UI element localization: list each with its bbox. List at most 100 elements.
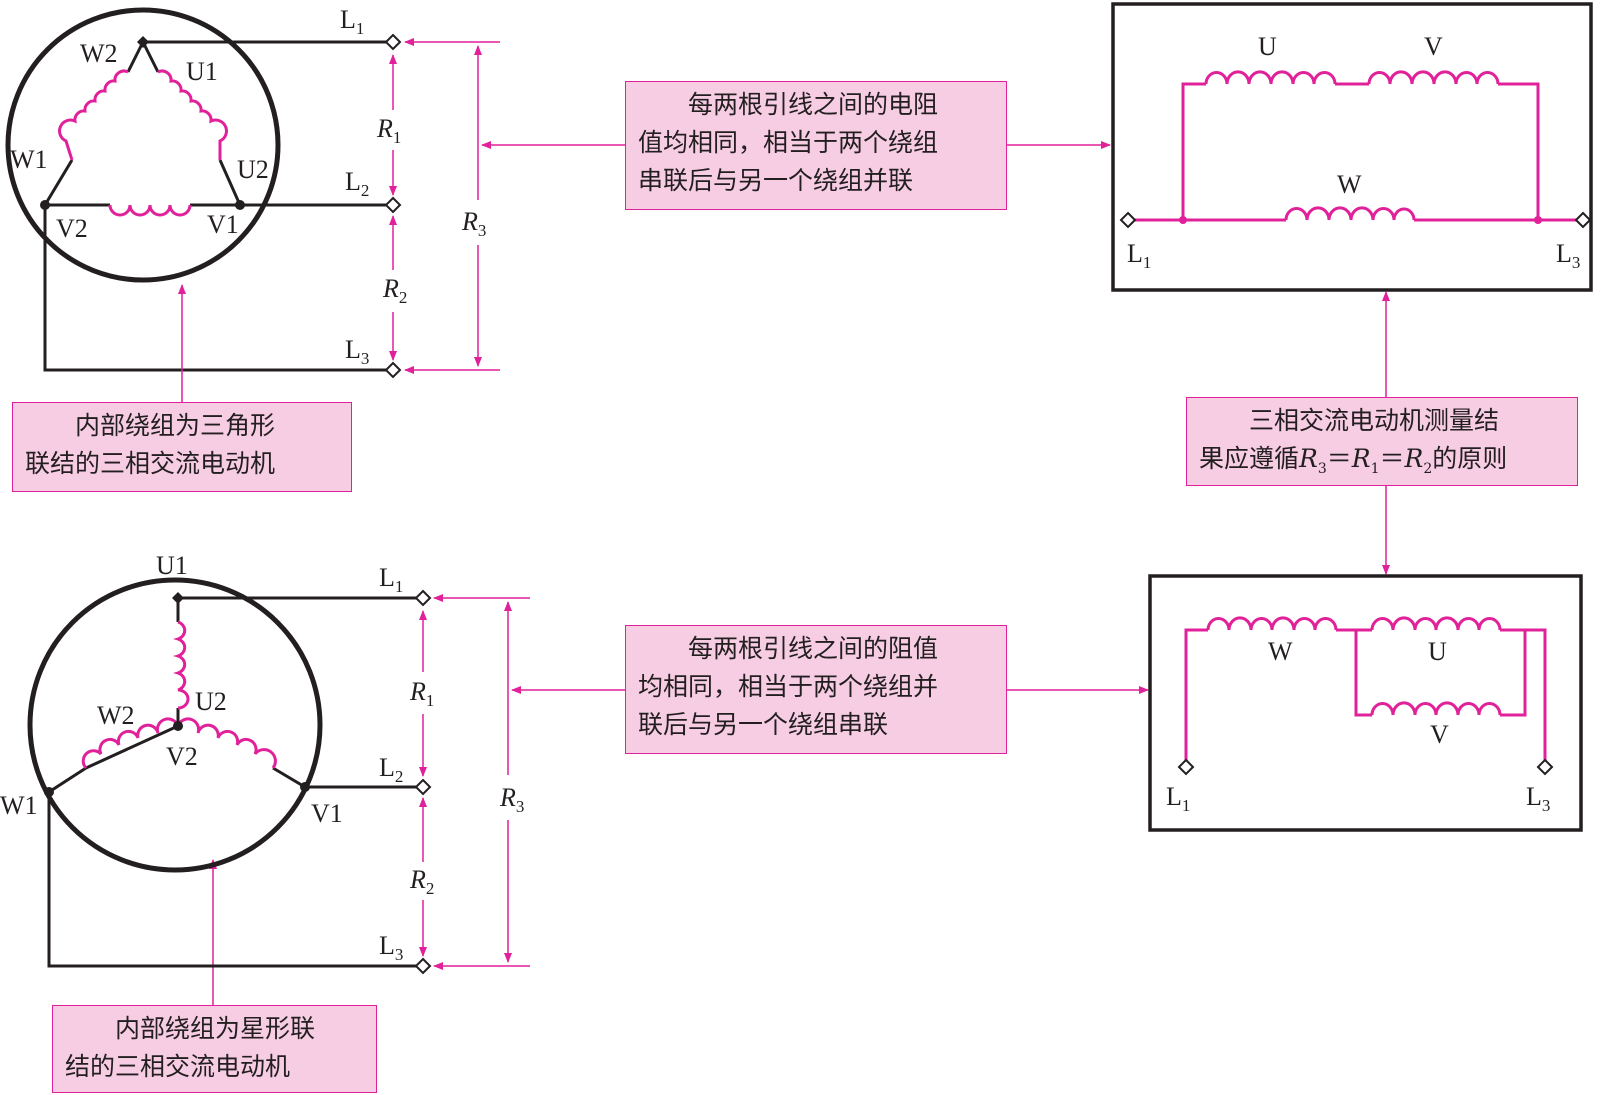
- delta-coil-u: [157, 69, 228, 160]
- note-star-motor-line1: 内部绕组为星形联: [115, 1014, 316, 1043]
- star-label-r2: R2: [409, 865, 434, 898]
- equivalent-bottom-terminal-l3[interactable]: [1536, 758, 1554, 776]
- delta-label-v1: V1: [207, 210, 239, 239]
- equivalent-bottom: W U V L1 L3: [1148, 574, 1583, 832]
- equivalent-bottom-coil-w: [1206, 616, 1338, 631]
- equivalent-top-terminal-l1[interactable]: [1119, 211, 1137, 229]
- star-coil-v: [176, 717, 277, 769]
- equivalent-bottom-wires: [1184, 628, 1547, 760]
- star-label-u1: U1: [156, 551, 188, 580]
- equivalent-top-label-u: U: [1258, 32, 1277, 61]
- equivalent-bottom-coil-u: [1370, 616, 1502, 631]
- delta-label-v2: V2: [56, 214, 88, 243]
- star-wires: [47, 596, 423, 968]
- equivalent-top-label-l3: L3: [1556, 239, 1580, 272]
- note-measurement-rule-line2: 果应遵循R3＝R1＝R2的原则: [1199, 440, 1565, 488]
- note-delta-motor: 内部绕组为三角形 联结的三相交流电动机: [12, 402, 352, 492]
- star-label-w1: W1: [0, 791, 38, 820]
- note-star-equivalence-line1: 每两根引线之间的阻值: [688, 634, 939, 663]
- star-label-l1: L1: [379, 563, 403, 596]
- star-terminal-l3[interactable]: [414, 957, 432, 975]
- rule-eq2: ＝: [1379, 444, 1405, 473]
- star-terminal-l2[interactable]: [414, 778, 432, 796]
- delta-terminal-l3[interactable]: [384, 361, 402, 379]
- equivalent-top-coil-u: [1204, 70, 1337, 85]
- equivalent-top-label-w: W: [1337, 170, 1362, 199]
- equivalent-bottom-label-l3: L3: [1526, 782, 1550, 815]
- delta-wires: [43, 40, 393, 372]
- rule-r1: R: [1351, 444, 1371, 473]
- rule-r3: R: [1299, 444, 1318, 473]
- star-label-v2: V2: [166, 742, 198, 771]
- equivalent-top-wires: [1128, 82, 1576, 222]
- equivalent-top-coil-w: [1284, 206, 1416, 221]
- delta-node-top: [137, 36, 149, 48]
- delta-label-l1: L1: [340, 5, 364, 38]
- delta-coil-v: [108, 204, 192, 217]
- delta-coil-w: [58, 69, 129, 161]
- star-label-u2: U2: [195, 687, 227, 716]
- equivalent-bottom-terminal-l1[interactable]: [1177, 758, 1195, 776]
- equivalent-top-node-left: [1179, 216, 1187, 224]
- delta-label-r3: R3: [461, 207, 486, 240]
- delta-label-l3: L3: [345, 335, 369, 368]
- equivalent-bottom-label-w: W: [1268, 637, 1293, 666]
- star-label-v1: V1: [311, 799, 343, 828]
- equivalent-top-label-l1: L1: [1127, 239, 1151, 272]
- delta-terminal-l1[interactable]: [384, 33, 402, 51]
- star-terminal-l1[interactable]: [414, 589, 432, 607]
- equivalent-top-frame: [1111, 2, 1593, 292]
- star-node-left: [44, 787, 54, 797]
- star-coil-w: [81, 717, 180, 770]
- note-delta-motor-line1: 内部绕组为三角形: [75, 411, 276, 440]
- equivalent-top-terminal-l3[interactable]: [1574, 211, 1592, 229]
- star-coil-u: [172, 620, 190, 710]
- connector-arrows: [178, 141, 1390, 1005]
- delta-label-u1: U1: [186, 57, 218, 86]
- equivalent-bottom-label-u: U: [1428, 637, 1447, 666]
- equivalent-bottom-label-v: V: [1430, 720, 1449, 749]
- equivalent-top-coil-v: [1367, 70, 1500, 85]
- delta-label-r2: R2: [382, 274, 407, 307]
- star-node-top: [172, 592, 184, 604]
- star-label-r3: R3: [499, 783, 524, 816]
- equivalent-bottom-coil-v: [1370, 701, 1502, 716]
- rule-eq1: ＝: [1326, 444, 1352, 473]
- equivalent-top: U V W L1 L3: [1111, 2, 1593, 292]
- delta-node-left: [40, 200, 50, 210]
- equivalent-bottom-frame: [1148, 574, 1583, 832]
- equivalent-bottom-label-l1: L1: [1166, 782, 1190, 815]
- rule-r3-sub: 3: [1317, 461, 1327, 477]
- star-label-w2: W2: [97, 701, 135, 730]
- note-delta-equivalence-line1: 每两根引线之间的电阻: [688, 90, 939, 119]
- star-label-r1: R1: [409, 677, 434, 710]
- note-delta-equivalence-line2: 值均相同，相当于两个绕组: [638, 128, 939, 157]
- star-label-l2: L2: [379, 753, 403, 786]
- delta-label-l2: L2: [345, 167, 369, 200]
- note-star-equivalence: 每两根引线之间的阻值 均相同，相当于两个绕组并 联后与另一个绕组串联: [625, 625, 1007, 754]
- note-measurement-rule-line1: 三相交流电动机测量结: [1249, 406, 1500, 435]
- note-star-equivalence-line2: 均相同，相当于两个绕组并: [638, 672, 939, 701]
- rule-r2: R: [1404, 444, 1424, 473]
- equivalent-top-label-v: V: [1424, 32, 1443, 61]
- delta-terminal-l2[interactable]: [384, 196, 402, 214]
- note-delta-motor-line2: 联结的三相交流电动机: [25, 449, 276, 478]
- delta-node-right: [235, 200, 245, 210]
- delta-motor: W2 U1 W1 U2 V2 V1 L1 L2 L3 R1 R2 R3: [5, 5, 500, 379]
- delta-label-w1: W1: [10, 145, 48, 174]
- note-star-motor-line2: 结的三相交流电动机: [65, 1052, 291, 1081]
- rule-suffix: 的原则: [1432, 444, 1508, 473]
- star-motor-frame: [27, 577, 323, 873]
- star-node-right: [300, 782, 310, 792]
- note-delta-equivalence-line3: 串联后与另一个绕组并联: [638, 166, 914, 195]
- note-delta-equivalence: 每两根引线之间的电阻 值均相同，相当于两个绕组 串联后与另一个绕组并联: [625, 81, 1007, 210]
- delta-label-u2: U2: [237, 155, 269, 184]
- star-node-center: [173, 721, 183, 731]
- note-measurement-rule: 三相交流电动机测量结 果应遵循R3＝R1＝R2的原则: [1186, 397, 1578, 486]
- equivalent-top-node-right: [1534, 216, 1542, 224]
- rule-r2-sub: 2: [1423, 461, 1433, 477]
- star-motor: U1 U2 W2 V2 W1 V1 L1 L2 L3 R1 R2 R3: [0, 551, 530, 975]
- star-label-l3: L3: [379, 931, 403, 964]
- delta-motor-frame: [5, 7, 281, 283]
